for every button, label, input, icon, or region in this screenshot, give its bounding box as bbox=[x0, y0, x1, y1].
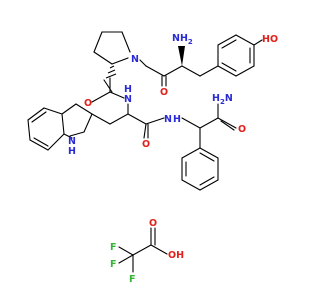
tyr-carbonyl-oxygen: O bbox=[160, 87, 168, 98]
tfa-hydroxyl: OH bbox=[168, 250, 184, 261]
phe-carbonyl-oxygen: O bbox=[238, 124, 246, 135]
fluorine-1: F bbox=[110, 242, 117, 253]
fluorine-2: F bbox=[110, 259, 117, 270]
phenol-oh-label: HO bbox=[262, 34, 278, 45]
pro-amide-hydrogen: H bbox=[124, 84, 132, 95]
tfa-carbonyl-oxygen: O bbox=[149, 218, 157, 229]
proline-nitrogen: N bbox=[131, 54, 139, 65]
pro-carbonyl-oxygen: O bbox=[84, 98, 92, 109]
phe-amide-h2-label: H2N bbox=[212, 93, 233, 106]
indole-nitrogen: N bbox=[68, 136, 76, 147]
trp-amide-nitrogen: N bbox=[164, 114, 172, 125]
fluorine-3: F bbox=[129, 274, 136, 285]
indole-hydrogen: H bbox=[68, 146, 76, 157]
trp-amide-hydrogen: H bbox=[173, 114, 181, 125]
stereo-wedge bbox=[178, 46, 185, 66]
pro-amide-nitrogen: N bbox=[124, 94, 132, 105]
trp-carbonyl-oxygen: O bbox=[142, 139, 150, 150]
nh2-top-label: NH2 bbox=[172, 33, 193, 46]
tyrosine-phenol-ring bbox=[217, 34, 255, 77]
chemical-structure: NH2 HO O N O N H N H O N H H2N O O OH F … bbox=[27, 31, 278, 285]
stereo-hash bbox=[105, 65, 117, 79]
